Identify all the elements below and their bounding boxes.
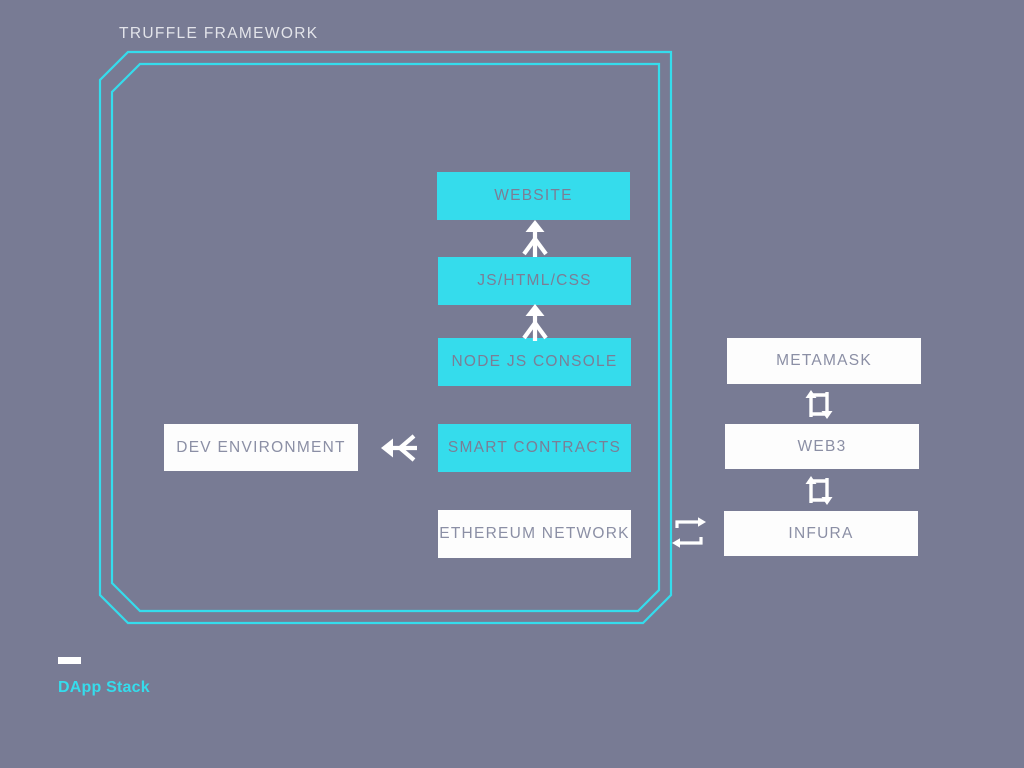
box-website-label: WEBSITE: [494, 187, 573, 204]
legend-label: DApp Stack: [58, 679, 150, 696]
box-web3[interactable]: WEB3: [725, 424, 919, 469]
box-ethereum-network[interactable]: ETHEREUM NETWORK: [438, 510, 631, 558]
box-dev-environment-label: DEV ENVIRONMENT: [176, 438, 346, 456]
box-smart-contracts-label: SMART CONTRACTS: [447, 439, 622, 456]
box-infura-label: INFURA: [788, 524, 854, 542]
frame-title: TRUFFLE FRAMEWORK: [119, 25, 319, 42]
merge-arrow-left-icon: [381, 434, 417, 462]
legend-marker-dash: [58, 657, 81, 664]
merge-arrow-up-icon: [522, 304, 548, 341]
exchange-vertical-icon: [805, 476, 833, 505]
box-metamask[interactable]: METAMASK: [727, 338, 921, 384]
exchange-horizontal-icon: [672, 517, 706, 548]
exchange-vertical-icon: [805, 390, 833, 419]
box-infura[interactable]: INFURA: [724, 511, 918, 556]
box-website[interactable]: WEBSITE: [437, 172, 630, 220]
box-js-html-css[interactable]: JS/HTML/CSS: [438, 257, 631, 305]
box-web3-label: WEB3: [797, 437, 847, 455]
box-smart-contracts[interactable]: SMART CONTRACTS: [438, 424, 631, 472]
box-node-js-console-label: NODE JS CONSOLE: [451, 353, 618, 370]
merge-arrow-up-icon: [522, 220, 548, 257]
box-node-js-console[interactable]: NODE JS CONSOLE: [438, 338, 631, 386]
box-ethereum-network-label: ETHEREUM NETWORK: [439, 525, 630, 542]
box-metamask-label: METAMASK: [776, 352, 872, 369]
box-dev-environment[interactable]: DEV ENVIRONMENT: [164, 424, 358, 471]
box-js-html-css-label: JS/HTML/CSS: [477, 272, 592, 289]
